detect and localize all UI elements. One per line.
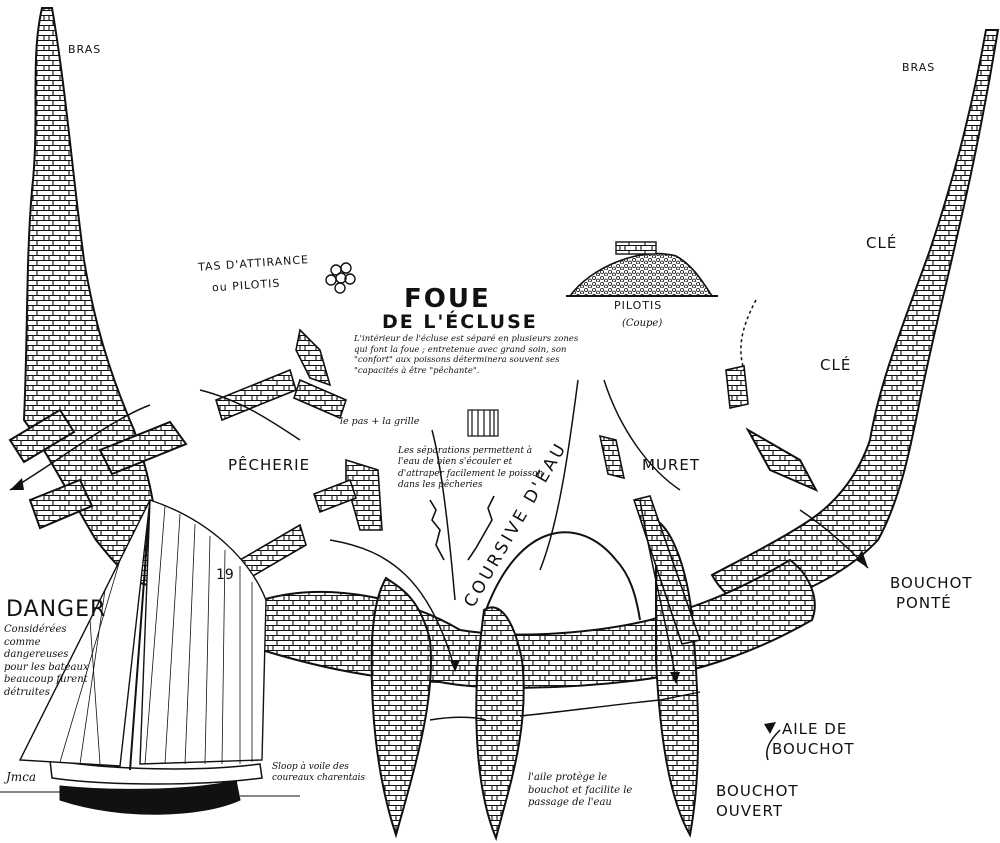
right-arm-wall bbox=[710, 29, 1000, 607]
label-pilotis-sub: (Coupe) bbox=[622, 318, 663, 329]
signature: Jmca bbox=[6, 770, 37, 784]
label-cle-top: CLÉ bbox=[866, 234, 898, 252]
foue-note: L'intérieur de l'écluse est séparé en pl… bbox=[354, 334, 579, 376]
muret-right-1 bbox=[598, 434, 626, 480]
label-aile-2: BOUCHOT bbox=[772, 740, 855, 758]
separation-right bbox=[467, 495, 495, 561]
pillar-center bbox=[475, 606, 525, 842]
label-cle-mid: CLÉ bbox=[820, 356, 852, 374]
title-foue: FOUE bbox=[404, 284, 491, 314]
muret-right-3 bbox=[632, 495, 702, 645]
pilotis-mound bbox=[568, 252, 714, 297]
separations-note: Les séparations permettent à l'eau de bi… bbox=[398, 446, 544, 490]
muret-right-2 bbox=[725, 365, 749, 409]
sail-number: 19 bbox=[216, 567, 234, 583]
muret-left-3 bbox=[293, 378, 347, 420]
label-aile-1: AILE DE bbox=[782, 720, 848, 738]
arch bbox=[485, 531, 641, 621]
label-bras-left: BRAS bbox=[68, 43, 102, 56]
pillar-left bbox=[370, 576, 432, 839]
left-arm-branch-2 bbox=[98, 420, 188, 476]
label-pilotis: PILOTIS bbox=[614, 299, 663, 312]
aile-note: l'aile protège le bouchot et facilite le… bbox=[528, 772, 633, 808]
label-danger: DANGER bbox=[6, 597, 107, 622]
label-bouchot-ponte-1: BOUCHOT bbox=[890, 574, 973, 592]
muret-left bbox=[295, 328, 332, 387]
label-bras-right: BRAS bbox=[902, 61, 936, 74]
label-bouchot-ouvert-1: BOUCHOT bbox=[716, 782, 799, 800]
right-arm-branch-cle bbox=[745, 427, 819, 493]
title-ecluse: DE L'ÉCLUSE bbox=[382, 311, 538, 333]
sloop bbox=[0, 499, 300, 815]
label-pecherie: PÊCHERIE bbox=[228, 456, 311, 474]
separation-left bbox=[429, 499, 445, 561]
label-bouchot-ponte-2: PONTÉ bbox=[896, 594, 952, 612]
left-arm-branch-1 bbox=[8, 408, 76, 464]
grille bbox=[467, 409, 499, 437]
label-pas-grille: le pas + la grille bbox=[340, 416, 420, 427]
muret-mid bbox=[345, 458, 383, 531]
arrowheads bbox=[10, 478, 868, 684]
left-arm-branch-3 bbox=[28, 478, 94, 530]
label-muret: MURET bbox=[642, 456, 700, 474]
sloop-note: Sloop à voile des coureaux charentais bbox=[272, 762, 366, 784]
muret-mid-2 bbox=[313, 478, 357, 514]
danger-note: Considérées comme dangereuses pour les b… bbox=[4, 624, 89, 698]
aile-arrow bbox=[766, 729, 781, 761]
ground-line bbox=[429, 691, 701, 721]
label-bouchot-ouvert-2: OUVERT bbox=[716, 802, 784, 820]
tas-circles bbox=[325, 262, 356, 294]
